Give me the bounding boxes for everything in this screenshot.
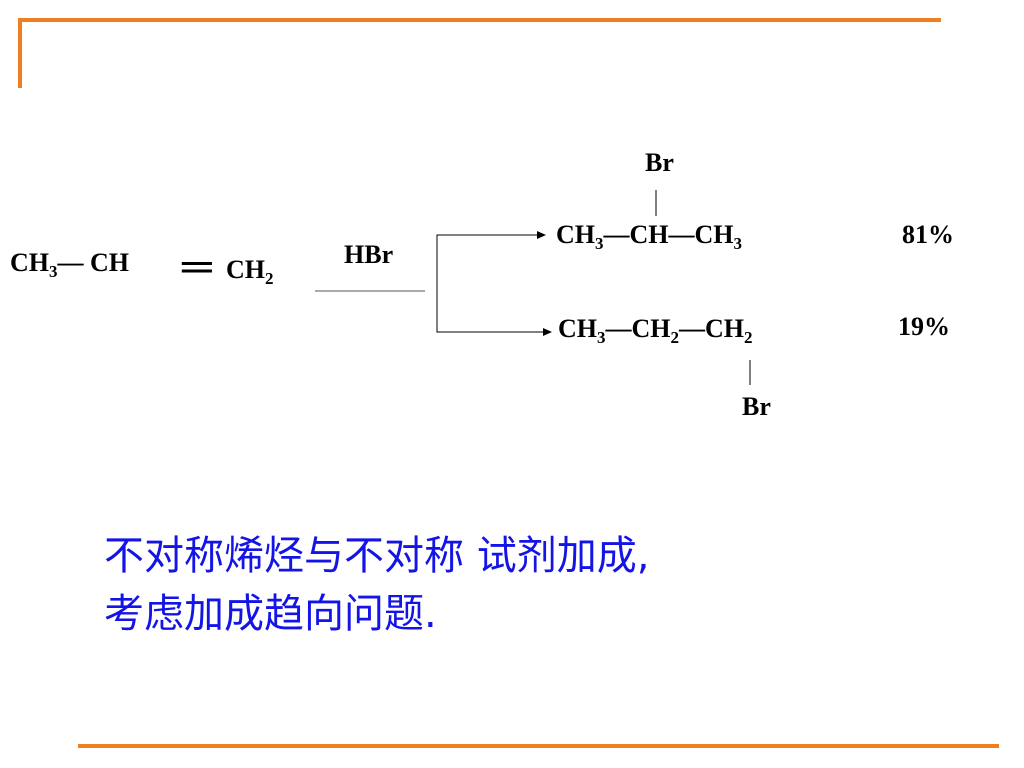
frame-top-border [18, 18, 941, 22]
major-c3: CH [694, 220, 734, 249]
reactant-single-bond: — [57, 248, 84, 277]
major-product-yield: 81% [902, 220, 954, 249]
reactant-ch2-subscript: 2 [265, 269, 274, 288]
major-c1-subscript: 3 [595, 234, 604, 253]
reactant-double-bond: ═ [182, 244, 212, 290]
minor-bond2: — [679, 314, 705, 343]
reactant-formula: CH3— CH [10, 248, 129, 281]
minor-product-substituent: Br [742, 392, 771, 421]
major-c2: CH [629, 220, 669, 249]
arrowhead-minor [543, 328, 552, 336]
major-bond2: — [668, 220, 695, 249]
note-line-2: 考虑加成趋向问题. [104, 591, 437, 637]
reactant-ch: CH [90, 248, 129, 277]
minor-c3-subscript: 2 [744, 328, 753, 347]
major-c1: CH [556, 220, 595, 249]
minor-bond1: — [605, 314, 632, 343]
reactant-ch2: CH [226, 255, 265, 284]
minor-product-formula: CH3—CH2—CH2 [558, 314, 753, 347]
branch-arrow-major [436, 234, 545, 333]
note-line-1: 不对称烯烃与不对称 试剂加成, [104, 533, 650, 579]
minor-c2: CH [631, 314, 671, 343]
major-c3-subscript: 3 [733, 234, 743, 253]
arrowhead-major [537, 231, 546, 239]
major-bond1: — [603, 220, 630, 249]
minor-c3: CH [705, 314, 744, 343]
major-product-substituent: Br [645, 148, 674, 177]
reactant-ch3-subscript: 3 [49, 262, 58, 281]
minor-c1-subscript: 3 [597, 328, 606, 347]
reactant-ch3: CH [10, 248, 49, 277]
minor-c1: CH [558, 314, 597, 343]
major-product-formula: CH3—CH—CH3 [556, 220, 742, 253]
frame-left-border [18, 18, 22, 88]
reactant-ch2-group: CH2 [226, 255, 274, 288]
minor-c2-subscript: 2 [670, 328, 680, 347]
reagent-label: HBr [344, 240, 394, 269]
minor-product-yield: 19% [898, 312, 950, 341]
frame-bottom-border [78, 744, 999, 748]
